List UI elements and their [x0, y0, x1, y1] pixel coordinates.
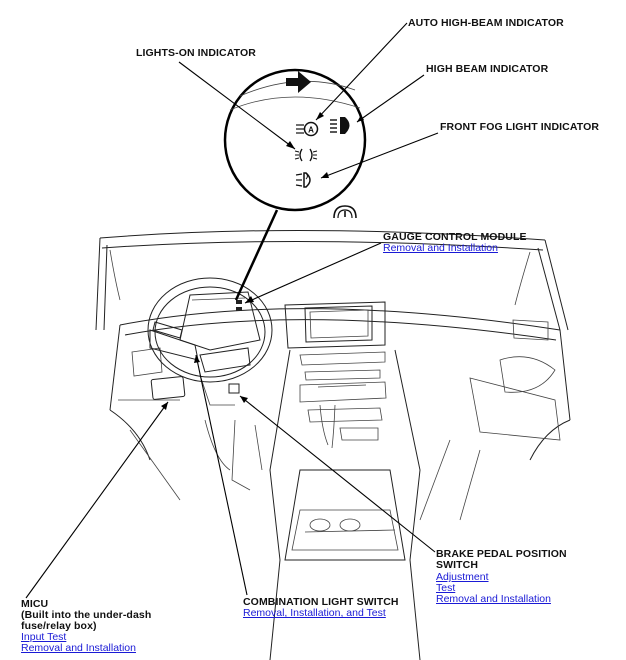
gauge-control-module-label: GAUGE CONTROL MODULE — [383, 231, 527, 243]
brake-test-link[interactable]: Test — [436, 582, 456, 594]
partial-warning-icon — [333, 205, 357, 219]
micu-label-line2: (Built into the under-dash — [21, 609, 152, 621]
micu-label-line3: fuse/relay box) — [21, 620, 97, 632]
brake-pedal-position-switch-label-line2: SWITCH — [436, 559, 479, 571]
brake-adjustment-link[interactable]: Adjustment — [436, 571, 489, 583]
micu-input-test-link[interactable]: Input Test — [21, 631, 67, 643]
high-beam-icon — [330, 117, 350, 134]
front-fog-light-indicator-label: FRONT FOG LIGHT INDICATOR — [440, 121, 600, 133]
indicator-zoom-circle: A — [223, 68, 367, 219]
center-console — [269, 469, 421, 660]
micu-removal-link[interactable]: Removal and Installation — [21, 642, 136, 654]
leader-lines — [25, 22, 439, 599]
lights-on-indicator-label: LIGHTS-ON INDICATOR — [136, 47, 256, 59]
micu-label-line1: MICU — [21, 598, 49, 610]
front-fog-icon — [295, 172, 311, 188]
svg-text:A: A — [308, 126, 314, 135]
high-beam-indicator-label: HIGH BEAM INDICATOR — [426, 63, 549, 75]
brake-pedal-position-switch-label-line1: BRAKE PEDAL POSITION — [436, 548, 567, 560]
auto-high-beam-indicator-label: AUTO HIGH-BEAM INDICATOR — [408, 17, 564, 29]
lights-on-icon — [294, 148, 318, 162]
auto-high-beam-icon: A — [296, 121, 319, 137]
gauge-module-marker — [236, 300, 242, 311]
combination-removal-link[interactable]: Removal, Installation, and Test — [243, 607, 386, 619]
combination-light-switch-label: COMBINATION LIGHT SWITCH — [243, 596, 399, 608]
brake-removal-link[interactable]: Removal and Installation — [436, 593, 551, 605]
windshield-frame — [95, 229, 569, 331]
gauge-removal-link[interactable]: Removal and Installation — [383, 242, 498, 254]
steering-wheel — [147, 277, 273, 406]
dashboard-panel — [109, 308, 571, 461]
center-stack — [269, 301, 421, 561]
